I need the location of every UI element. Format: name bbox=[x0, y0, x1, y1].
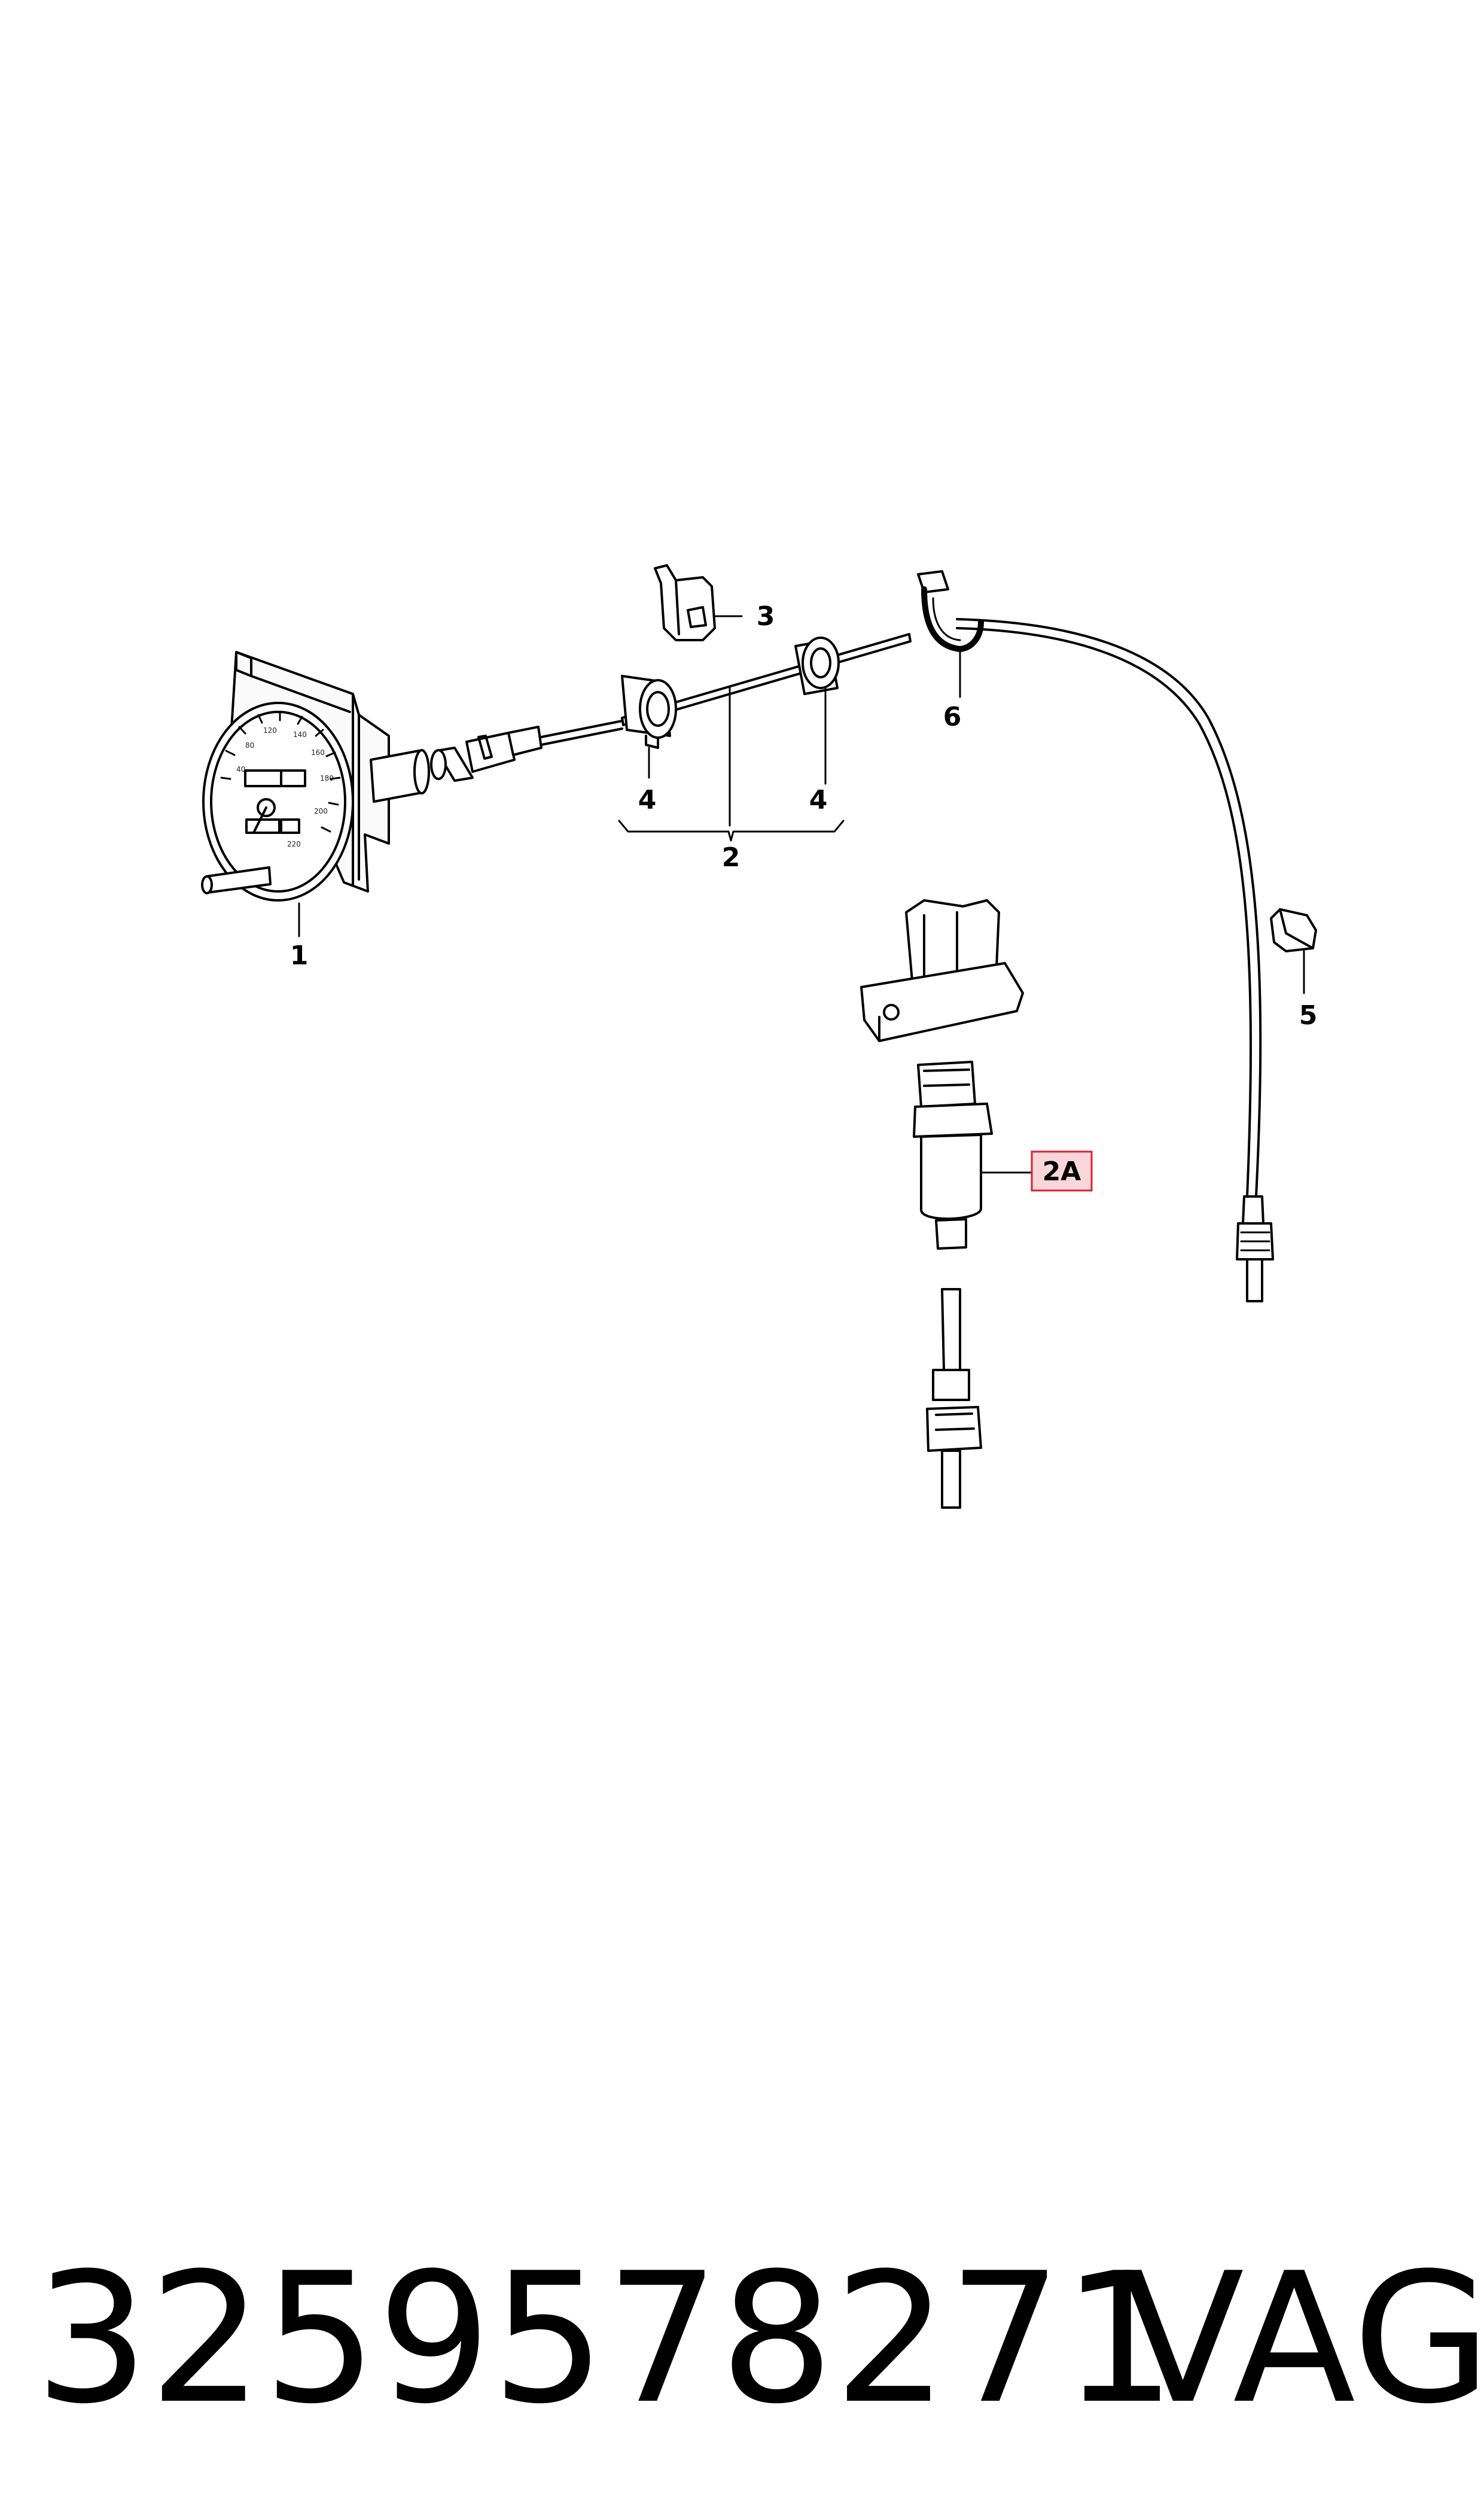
clip-part-3 bbox=[654, 564, 743, 641]
dial-mark: 220 bbox=[287, 840, 301, 848]
callout-4-right: 4 bbox=[809, 785, 828, 815]
highlight-box-2a bbox=[1031, 1150, 1093, 1192]
part-number: 3259578271 bbox=[35, 2234, 1177, 2443]
dial-mark: 180 bbox=[320, 774, 334, 783]
callout-1: 1 bbox=[290, 940, 309, 971]
dial-face bbox=[202, 702, 354, 902]
callout-6: 6 bbox=[943, 702, 962, 732]
dial-mark: 140 bbox=[293, 730, 307, 739]
speedometer-instrument bbox=[201, 651, 430, 937]
dial-mark: 80 bbox=[245, 741, 254, 750]
callout-2: 2 bbox=[722, 842, 741, 873]
clip-part-5 bbox=[1270, 908, 1317, 994]
callout-4-left: 4 bbox=[638, 785, 657, 815]
callout-3: 3 bbox=[757, 601, 775, 632]
speedometer-cable bbox=[430, 633, 912, 842]
dial-mark: 40 bbox=[236, 765, 245, 774]
callout-2a: 2A bbox=[1043, 1156, 1081, 1187]
dial-mark: 120 bbox=[263, 726, 277, 735]
callout-5: 5 bbox=[1299, 1000, 1318, 1031]
cable-tie-part-6 bbox=[917, 570, 984, 698]
brand-name: VAG bbox=[1122, 2234, 1484, 2443]
flexible-drive-cable bbox=[956, 618, 1274, 1302]
grommet-left bbox=[621, 675, 677, 779]
grommet-right bbox=[794, 637, 840, 785]
dial-mark: 200 bbox=[314, 807, 328, 815]
dial-mark: 160 bbox=[311, 748, 325, 757]
speed-sender-part-2a bbox=[860, 899, 1033, 1509]
